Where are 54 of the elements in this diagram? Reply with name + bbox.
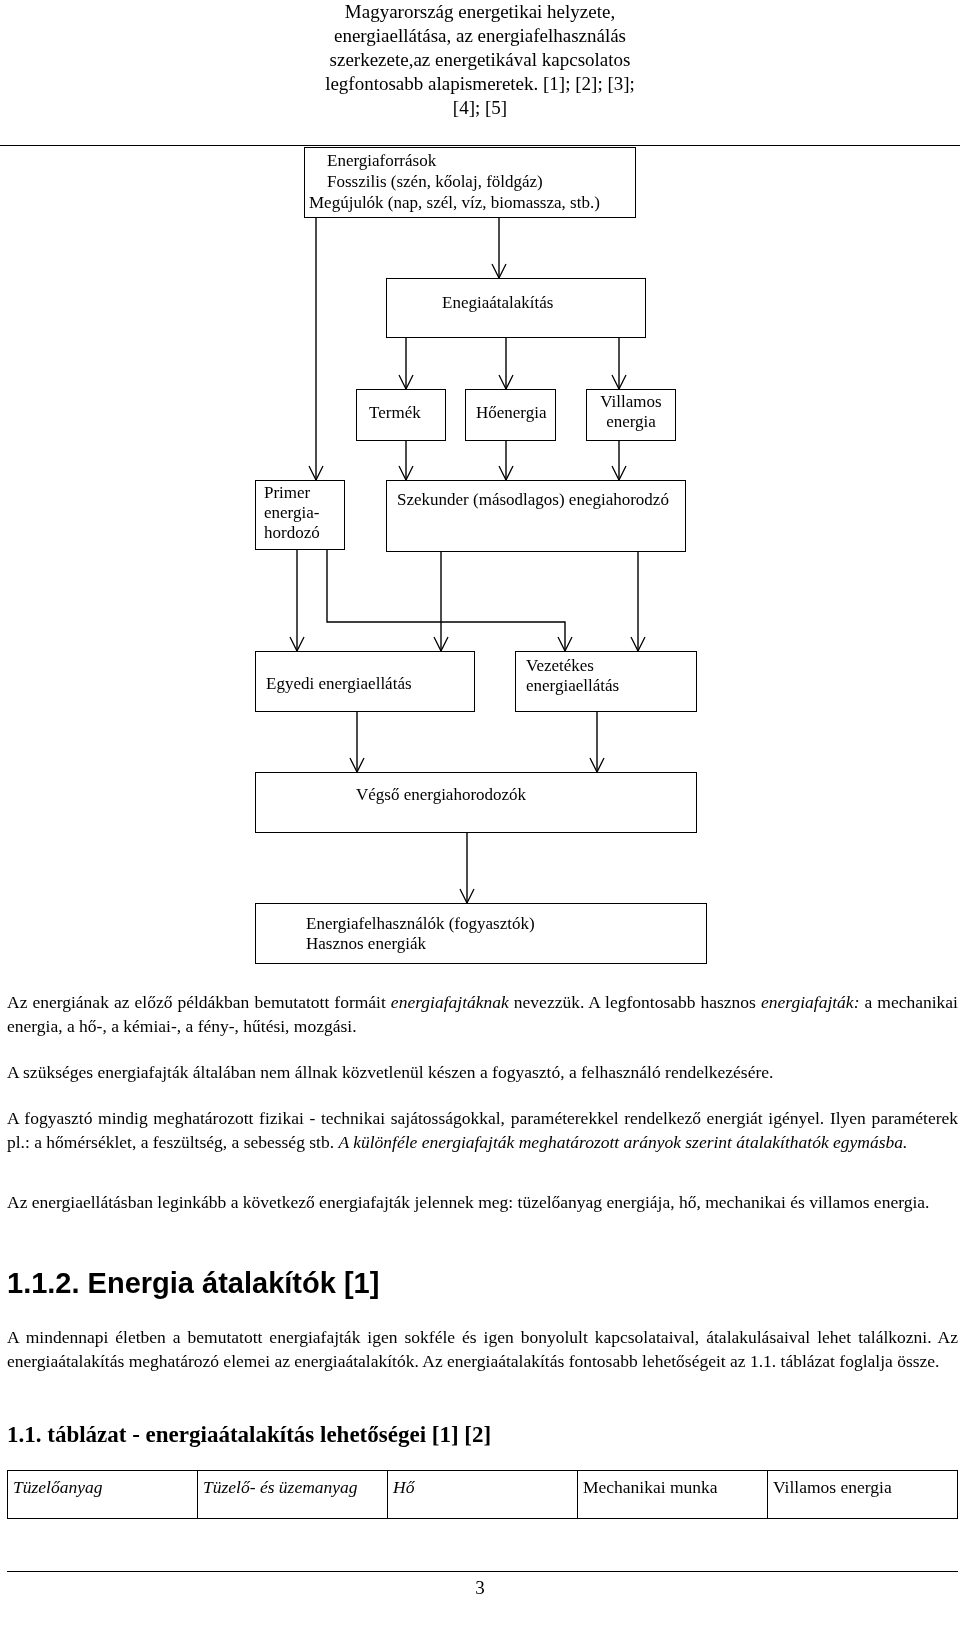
arrow <box>611 440 627 481</box>
box-label: Vezetékes energiaellátás <box>526 656 621 696</box>
box-label: Primer energia- hordozó <box>264 483 321 543</box>
table-cell: Tüzelő- és üzemanyag <box>197 1470 388 1519</box>
box-label: Végső energiahorodozók <box>356 785 528 805</box>
process-box <box>255 903 707 964</box>
table-cell: Tüzelőanyag <box>7 1470 198 1519</box>
box-text: Megújulók (nap, szél, víz, biomassza, stb.) <box>309 192 601 213</box>
process-box <box>255 480 345 550</box>
process-box <box>586 389 676 441</box>
table-cell: Hő <box>387 1470 578 1519</box>
box-text: Hasznos energiák <box>306 934 428 954</box>
paragraph: A fogyasztó mindig meghatározott fizikai - technikai sajátosságokkal, paraméterekkel rendelkező energiát igényel. Ilyen paraméterek pl.: a hőmérséklet, a feszültség, a sebesség stb. A különféle energiafajták meghatározott arányok szerint átalakíthatók egymásba. <box>7 1107 958 1154</box>
process-box <box>255 772 697 833</box>
process-box <box>386 278 646 338</box>
arrow <box>459 832 475 904</box>
arrow <box>630 551 646 652</box>
box-label: Hőenergia <box>476 403 547 423</box>
box-text: Fosszilis (szén, kőolaj, földgáz) <box>326 171 544 192</box>
box-label: Energiaforrások <box>326 150 438 171</box>
arrow <box>349 711 365 773</box>
arrow <box>398 337 414 390</box>
process-box <box>515 651 697 712</box>
box-label: Energiafelhasználók (fogyasztók) <box>306 914 536 934</box>
arrow <box>491 217 507 279</box>
table-cell: Mechanikai munka <box>577 1470 768 1519</box>
arrow <box>398 440 414 481</box>
box-label: Termék <box>369 403 422 423</box>
section-heading: 1.1.2. Energia átalakítók [1] <box>7 1266 380 1301</box>
box-label: Villamos energia <box>599 392 663 432</box>
arrow <box>589 711 605 773</box>
paragraph: A mindennapi életben a bemutatott energiafajták igen sokféle és igen bonyolult kapcsolataival, átalakulásaival lehet találkozni. Az energiaátalakítás meghatározó elemei az energiaátalakítók. Az energiaátalakítás fontosabb lehetőségeit az 1.1. táblázat foglalja össze. <box>7 1326 958 1373</box>
paragraph: Az energiaellátásban leginkább a következő energiafajták jelennek meg: tüzelőanyag energiája, hő, mechanikai és villamos energia. <box>7 1191 931 1214</box>
arrow <box>326 549 573 652</box>
process-box <box>465 389 556 441</box>
arrow <box>289 549 305 652</box>
table-caption: 1.1. táblázat - energiaátalakítás lehetőségei [1] [2] <box>7 1421 492 1449</box>
process-box <box>304 147 636 218</box>
paragraph: Az energiának az előző példákban bemutatott formáit energiafajtáknak nevezzük. A legfontosabb hasznos energiafajták: a mechanikai energia, a hő-, a kémiai-, a fény-, hűtési, mozgási. <box>7 991 958 1038</box>
table-cell: Villamos energia <box>767 1470 958 1519</box>
arrow <box>308 217 324 481</box>
paragraph: A szükséges energiafajták általában nem állnak közvetlenül készen a fogyasztó, a felhasználó rendelkezésére. <box>7 1061 775 1084</box>
box-label: Szekunder (másodlagos) enegiahorodzó <box>397 489 670 511</box>
page-header-title: Magyarország energetikai helyzete, energiaellátása, az energiafelhasználás szerkezete,az energetikával kapcsolatos legfontosabb alapismeretek. [1]; [2]; [3]; [4]; [5] <box>324 0 636 120</box>
box-label: Egyedi energiaellátás <box>266 674 413 694</box>
process-box <box>255 651 475 712</box>
process-box <box>356 389 446 441</box>
arrow <box>611 337 627 390</box>
process-box <box>386 480 686 552</box>
arrow <box>498 337 514 390</box>
box-label: Enegiaátalakítás <box>442 293 555 313</box>
page-number: 3 <box>474 1576 486 1600</box>
arrow <box>433 551 449 652</box>
arrow <box>498 440 514 481</box>
